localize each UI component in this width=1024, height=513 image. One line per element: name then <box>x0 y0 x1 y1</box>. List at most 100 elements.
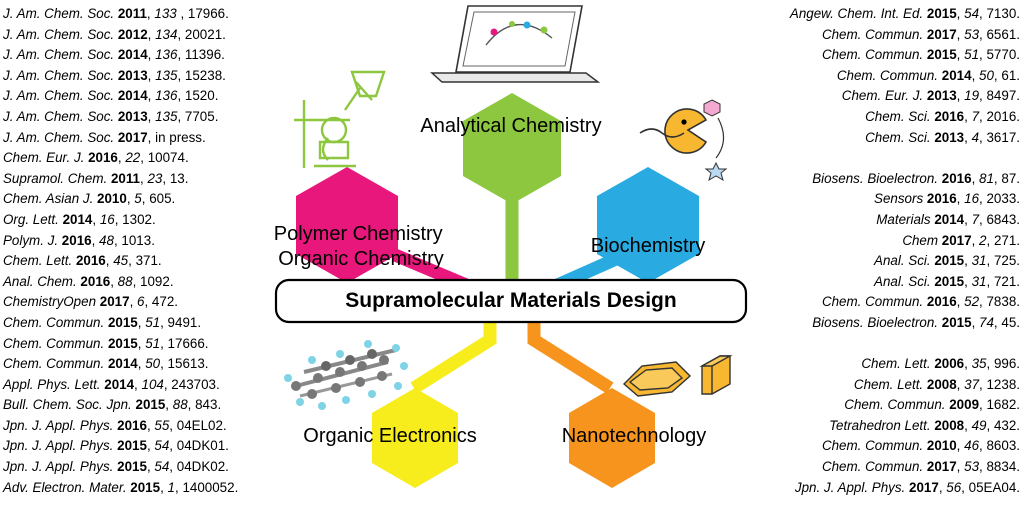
reference-journal: Polym. J. <box>3 232 59 248</box>
reference-volume: 54 <box>154 438 170 454</box>
connector-nano <box>527 318 614 394</box>
reference-item: Chem. Commun. 2015, 51, 5770. <box>821 47 1020 63</box>
reference-pages: 1013. <box>121 232 155 248</box>
reference-separator: , <box>979 294 987 310</box>
reference-separator: , <box>169 438 177 454</box>
reference-journal: Appl. Phys. Lett. <box>3 376 101 392</box>
reference-volume: 4 <box>971 129 980 145</box>
reference-journal: J. Am. Chem. Soc. <box>3 47 115 63</box>
reference-volume: 51 <box>145 335 161 351</box>
reference-item: Angew. Chem. Int. Ed. 2015, 54, 7130. <box>789 6 1020 21</box>
reference-journal: Adv. Electron. Mater. <box>3 479 127 495</box>
reference-volume: 136 <box>155 88 178 104</box>
reference-volume: 88 <box>117 273 133 289</box>
reference-separator: , <box>979 459 987 475</box>
reference-pages: 3617. <box>986 129 1020 145</box>
reference-pages: 17966. <box>187 6 229 21</box>
reference-volume: 7 <box>971 211 980 227</box>
reference-gap <box>790 334 1020 355</box>
reference-item: Chem. Commun. 2015, 51, 17666. <box>3 335 209 351</box>
reference-volume: 16 <box>964 191 980 207</box>
reference-journal: Chem. Commun. <box>3 335 105 351</box>
reference-item: Bull. Chem. Soc. Jpn. 2015, 88, 843. <box>3 397 222 413</box>
reference-year: 2017 <box>926 26 957 42</box>
reference-journal: Chem <box>902 232 939 248</box>
reference-year: 2016 <box>934 108 965 124</box>
reference-journal: J. Am. Chem. Soc. <box>3 88 115 104</box>
reference-journal: Biosens. Bioelectron. <box>812 170 939 186</box>
nanocrystal-icon <box>622 355 733 397</box>
reference-pages: 05EA04. <box>968 479 1020 495</box>
reference-volume: 6 <box>137 294 145 310</box>
reference-item: Chem. Asian J. 2010, 5, 605. <box>3 191 176 207</box>
reference-pages: 1302. <box>122 211 156 227</box>
reference-separator: , <box>986 417 994 433</box>
label-biochem: Biochemistry <box>591 235 705 257</box>
reference-pages: 6843. <box>986 211 1020 227</box>
reference-item: Sensors 2016, 16, 2033. <box>874 191 1020 207</box>
reference-separator: , <box>160 335 168 351</box>
flask-apparatus-icon <box>294 70 386 168</box>
reference-item: Chem. Eur. J. 2013, 19, 8497. <box>841 88 1020 104</box>
reference-separator: , <box>132 273 141 289</box>
reference-journal: J. Am. Chem. Soc. <box>3 26 115 42</box>
reference-item: Chem. Eur. J. 2016, 22, 10074. <box>3 150 189 166</box>
reference-item: J. Am. Chem. Soc. 2013, 135, 7705. <box>3 108 219 124</box>
reference-item: J. Am. Chem. Soc. 2014, 136, 11396. <box>3 47 225 63</box>
reference-pages: 996. <box>993 356 1020 372</box>
reference-volume: 51 <box>145 314 161 330</box>
reference-year: 2016 <box>926 294 957 310</box>
reference-volume: 22 <box>125 150 141 166</box>
reference-separator: , <box>986 253 994 269</box>
reference-journal: Biosens. Bioelectron. <box>812 314 939 330</box>
reference-year: 2015 <box>117 438 147 454</box>
reference-year: 2012 <box>117 26 148 42</box>
reference-journal: J. Am. Chem. Soc. <box>3 129 115 145</box>
reference-journal: Supramol. Chem. <box>3 170 108 186</box>
reference-volume: 88 <box>172 397 188 413</box>
reference-pages: 61. <box>1001 67 1020 83</box>
reference-pages: 243703. <box>171 376 220 392</box>
reference-volume: 31 <box>971 253 987 269</box>
reference-year: 2016 <box>117 417 147 433</box>
reference-pages: 7705. <box>184 108 219 124</box>
reference-year: 2015 <box>107 335 138 351</box>
reference-volume: 74 <box>979 314 994 330</box>
reference-volume: 7 <box>971 108 980 124</box>
label-analytical: Analytical Chemistry <box>420 115 601 137</box>
reference-separator: , <box>979 191 987 207</box>
reference-journal: Jpn. J. Appl. Phys. <box>794 479 906 495</box>
reference-year: 2008 <box>934 417 965 433</box>
reference-volume: 104 <box>141 376 164 392</box>
reference-item: Chem. Commun. 2017, 53, 6561. <box>821 26 1020 42</box>
reference-separator: , <box>174 479 183 495</box>
reference-separator: , <box>993 170 1002 186</box>
reference-year: 2014 <box>62 211 93 227</box>
reference-pages: 04DK01. <box>176 438 229 454</box>
reference-volume: 52 <box>964 294 980 310</box>
reference-pages: 8834. <box>986 459 1020 475</box>
pacman-enzyme-icon <box>639 99 728 182</box>
reference-year: 2015 <box>941 314 972 330</box>
reference-item: Org. Lett. 2014, 16, 1302. <box>3 211 156 227</box>
reference-year: 2017 <box>909 479 939 495</box>
reference-year: 2011 <box>110 170 140 186</box>
reference-separator: , <box>114 211 123 227</box>
reference-year: 2016 <box>75 253 106 269</box>
reference-year: 2015 <box>107 314 138 330</box>
label-nano: Nanotechnology <box>562 425 707 447</box>
reference-journal: Chem. Commun. <box>821 459 924 475</box>
reference-year: 2014 <box>117 88 148 104</box>
reference-item: Jpn. J. Appl. Phys. 2016, 55, 04EL02. <box>3 417 227 433</box>
molecule-icon <box>284 340 408 410</box>
reference-volume: 5 <box>134 191 142 207</box>
reference-year: 2017 <box>99 294 130 310</box>
reference-volume: 53 <box>964 459 980 475</box>
reference-pages: 271. <box>993 232 1020 248</box>
reference-item: Biosens. Bioelectron. 2016, 81, 87. <box>812 170 1020 186</box>
reference-volume: 23 <box>147 170 163 186</box>
reference-gap <box>790 148 1020 169</box>
reference-year: 2016 <box>80 273 111 289</box>
reference-pages: 04DK02. <box>176 459 229 475</box>
reference-separator: , <box>162 170 170 186</box>
